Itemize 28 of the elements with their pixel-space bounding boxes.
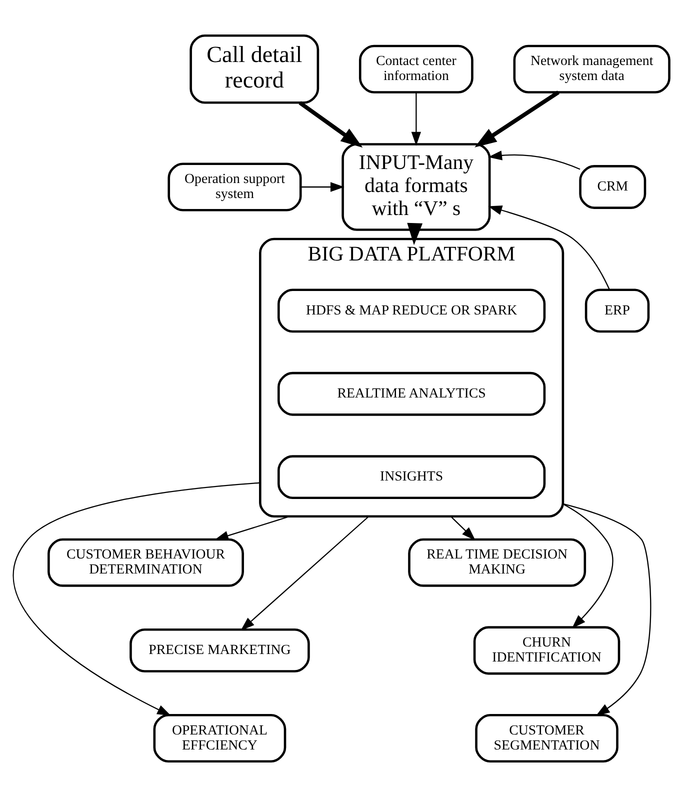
node-box: CUSTOMER BEHAVIOUR DETERMINATION — [48, 538, 244, 586]
arrow — [13, 482, 260, 716]
node-box: Operation support system — [168, 162, 302, 211]
arrow — [300, 182, 344, 192]
arrow — [214, 515, 290, 540]
node-box: INSIGHTS — [278, 454, 546, 499]
node-box: ERP — [584, 288, 650, 332]
node-box: CHURN IDENTIFICATION — [473, 626, 620, 674]
arrow — [240, 515, 370, 630]
node-box: Call detail record — [190, 34, 320, 104]
arrow — [474, 90, 560, 147]
node-box: CUSTOMER SEGMENTATION — [475, 714, 618, 762]
node-box: OPERATIONAL EFFCIENCY — [153, 714, 286, 762]
arrow — [411, 92, 422, 146]
arrow — [562, 503, 614, 628]
node-box: REAL TIME DECISION MAKING — [408, 538, 586, 586]
node-box: Contact center information — [358, 44, 474, 93]
node-box: PRECISE MARKETING — [130, 628, 310, 672]
arrow — [488, 150, 580, 170]
arrow — [562, 502, 652, 716]
node-box: CRM — [579, 164, 646, 208]
node-box: Network management system data — [513, 44, 670, 93]
arrow — [298, 100, 363, 148]
node-box: HDFS & MAP REDUCE OR SPARK — [278, 288, 546, 332]
node-box: REALTIME ANALYTICS — [278, 371, 546, 416]
arrow — [407, 222, 423, 245]
arrow — [450, 515, 476, 540]
arrow — [488, 204, 610, 290]
